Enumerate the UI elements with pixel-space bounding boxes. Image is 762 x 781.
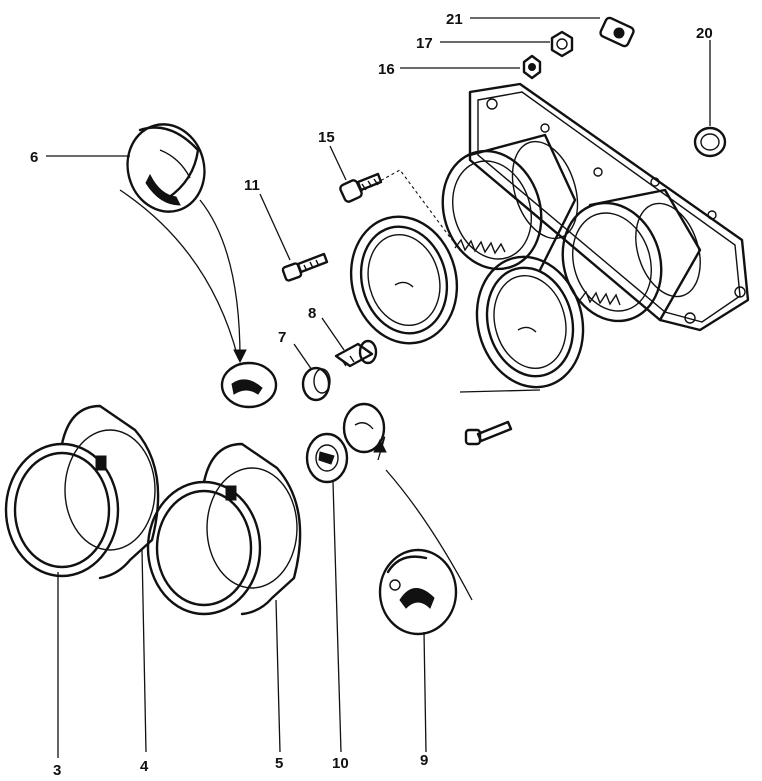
adjuster-clip-right xyxy=(342,402,386,454)
callout-15: 15 xyxy=(318,129,335,146)
lower-housing-sleeve xyxy=(561,188,702,323)
part-10-disc xyxy=(305,432,349,484)
callout-8: 8 xyxy=(308,305,316,322)
assembly-guide-lines xyxy=(119,169,541,601)
callout-9: 9 xyxy=(420,752,428,769)
callout-20: 20 xyxy=(696,25,713,42)
upper-housing-sleeve xyxy=(441,133,579,272)
adjuster-spring-upper xyxy=(454,238,506,255)
callout-21: 21 xyxy=(446,11,463,28)
mounting-plate xyxy=(468,82,750,332)
callout-10: 10 xyxy=(332,755,349,772)
part-5-lamp-body xyxy=(146,442,302,616)
part-21-screw-head xyxy=(599,16,635,48)
callout-3: 3 xyxy=(53,762,61,779)
part-8-adjuster xyxy=(334,339,378,368)
part-9-bracket xyxy=(378,548,458,636)
callout-16: 16 xyxy=(378,61,395,78)
part-4-lamp-body xyxy=(60,404,160,580)
callout-4: 4 xyxy=(140,758,149,775)
upper-adjusting-ring xyxy=(349,215,459,345)
callout-17: 17 xyxy=(416,35,433,52)
lower-mounting-screw xyxy=(464,420,513,446)
part-20-rubber-grommet xyxy=(693,126,727,158)
part-6-bracket xyxy=(126,123,206,213)
callout-7: 7 xyxy=(278,329,286,346)
callout-5: 5 xyxy=(275,755,283,772)
callout-6: 6 xyxy=(30,149,38,166)
adjuster-spring-lower xyxy=(579,290,621,306)
part-16-washer xyxy=(522,54,542,80)
part-11-screw xyxy=(281,252,329,282)
callout-11: 11 xyxy=(244,177,260,194)
part-17-nut xyxy=(550,30,574,58)
callout-leaders xyxy=(46,17,711,758)
lower-adjusting-ring xyxy=(475,255,585,389)
adjuster-clip-left xyxy=(220,361,278,409)
part-7-bushing xyxy=(301,366,331,402)
